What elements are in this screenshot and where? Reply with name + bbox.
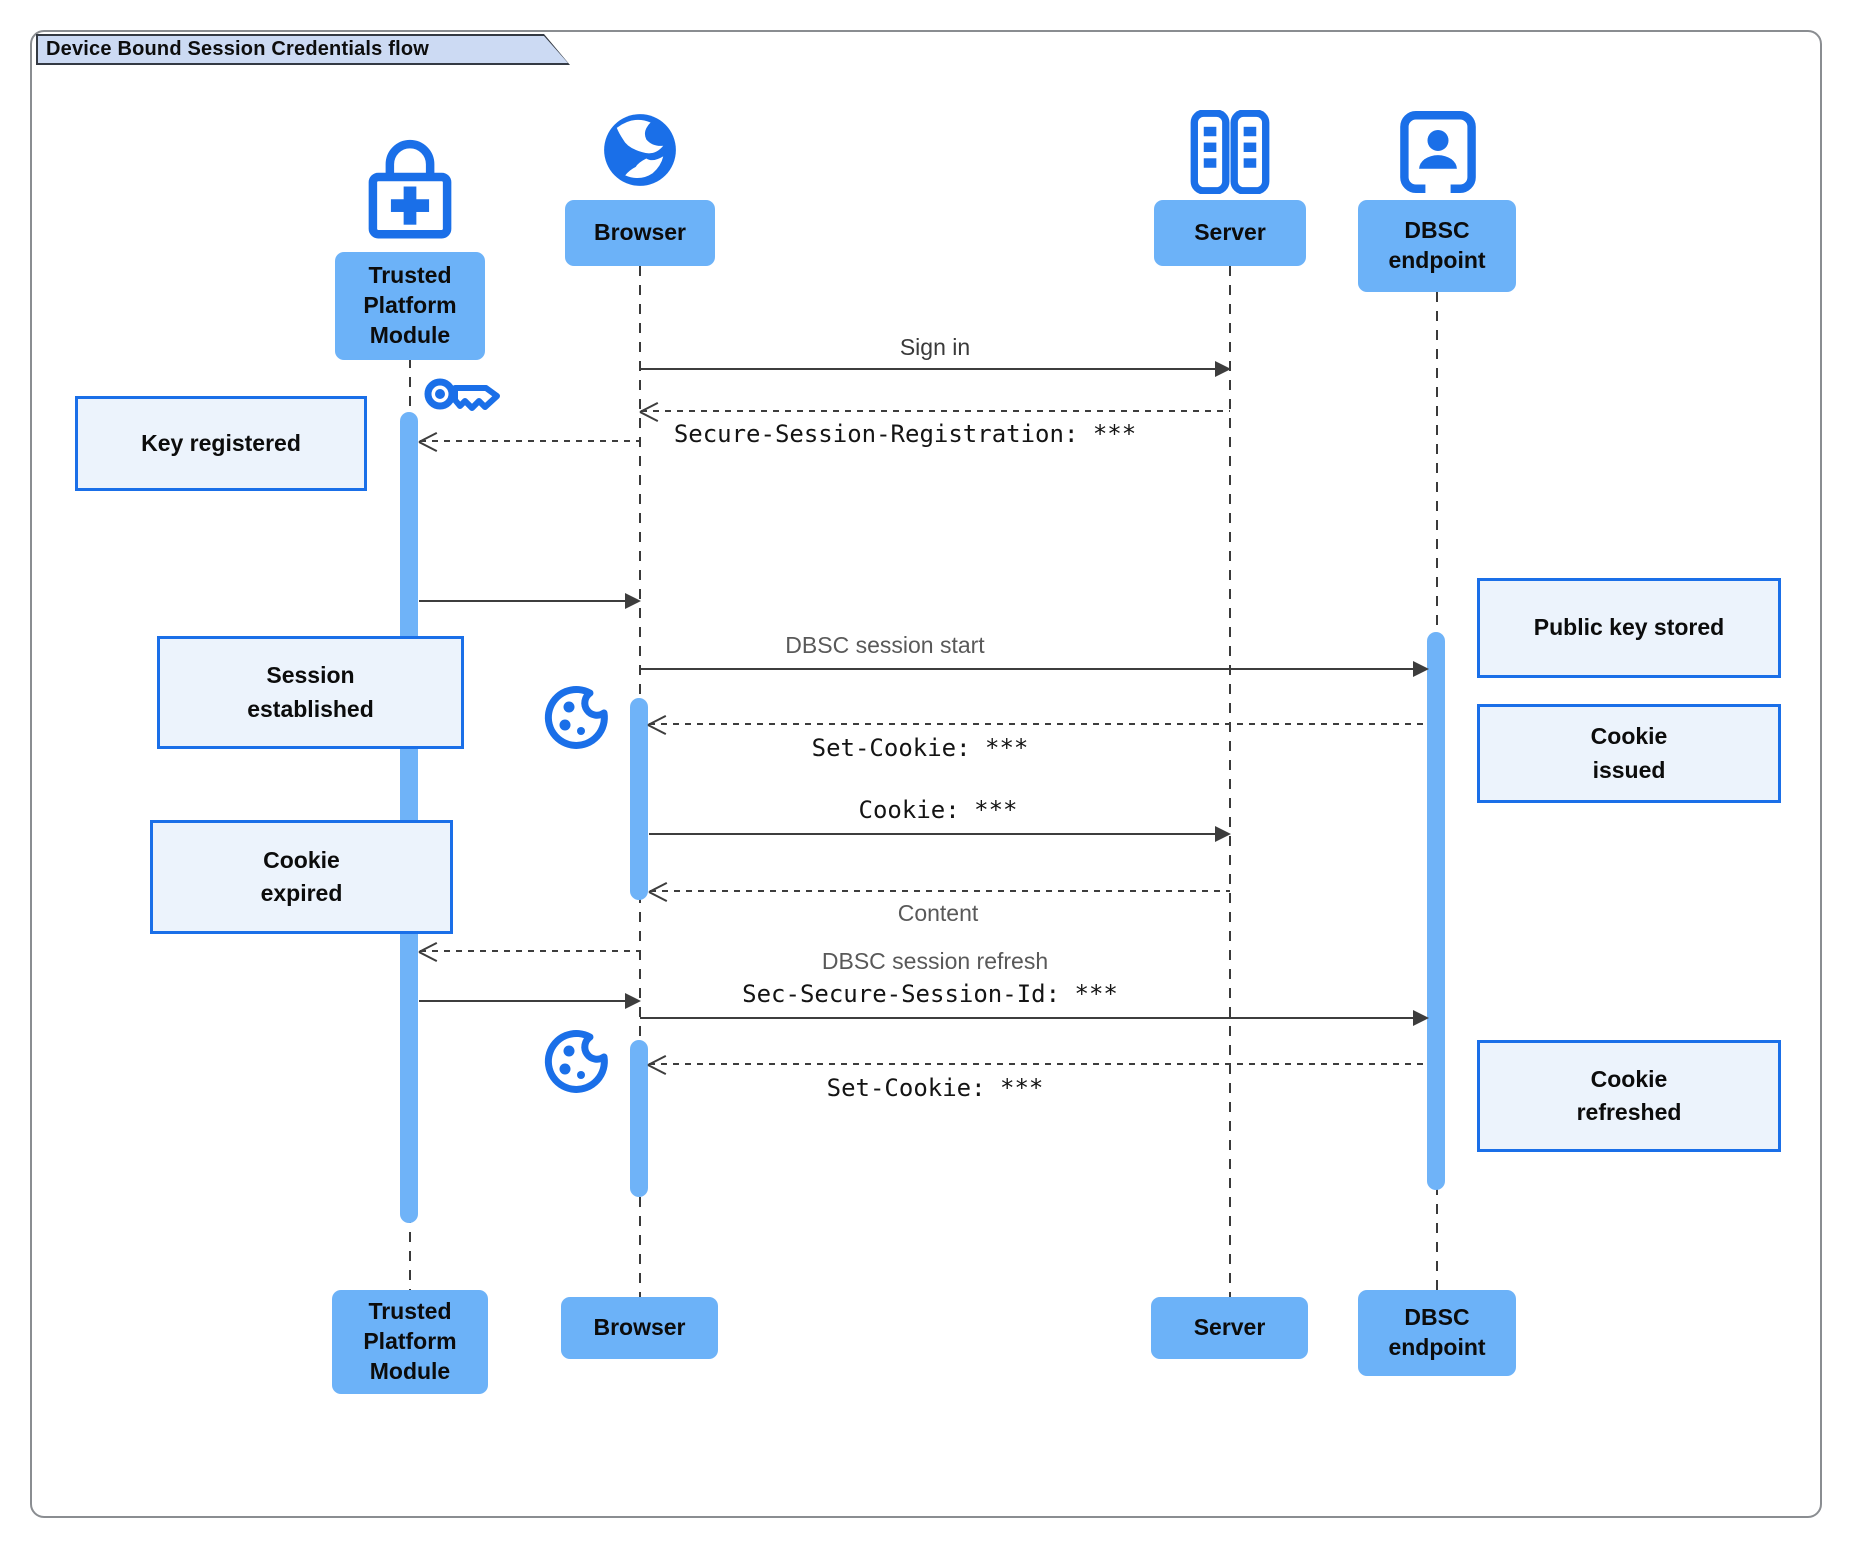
message-label-set-cookie-1: Set-Cookie: *** [811, 734, 1029, 762]
message-label-secure-session-registration: Secure-Session-Registration: *** [673, 420, 1137, 448]
arrow-dbsc-session-refresh [640, 1010, 1429, 1026]
actor-label-server-bottom: Server [1151, 1297, 1308, 1359]
message-label-set-cookie-2: Set-Cookie: *** [826, 1074, 1044, 1102]
actor-label-dbsc-bottom: DBSC endpoint [1358, 1290, 1516, 1376]
arrowhead-icon [1215, 361, 1231, 377]
actor-label-dbsc-top: DBSC endpoint [1358, 200, 1516, 292]
actor-label-server-top: Server [1154, 200, 1306, 266]
diagram-title-tab: Device Bound Session Credentials flow [36, 34, 570, 65]
note-key-registered: Key registered [75, 396, 367, 491]
arrow-refresh-sign [420, 950, 639, 952]
arrow-signature-ready [419, 993, 641, 1009]
arrowhead-icon [1413, 1010, 1429, 1026]
arrow-secure-session-registration [641, 410, 1230, 412]
diagram-title: Device Bound Session Credentials flow [46, 38, 430, 60]
actor-label-tpm-top: Trusted Platform Module [335, 252, 485, 360]
server-rack-icon [1190, 110, 1270, 194]
globe-icon [602, 112, 678, 188]
actor-label-browser-bottom: Browser [561, 1297, 718, 1359]
arrow-key-ready [419, 593, 641, 609]
actor-label-browser-top: Browser [565, 200, 715, 266]
activation-bar-dbsc [1427, 632, 1445, 1190]
cookie-icon [543, 1020, 613, 1094]
arrow-set-cookie-1 [649, 723, 1427, 725]
arrow-sign-in [640, 361, 1231, 377]
arrow-dbsc-session-start [640, 661, 1429, 677]
note-cookie-issued: Cookie issued [1477, 704, 1781, 803]
cookie-icon [543, 676, 613, 750]
arrowhead-icon [625, 593, 641, 609]
arrow-content [650, 890, 1230, 892]
arrowhead-icon [625, 993, 641, 1009]
arrow-set-cookie-2 [649, 1063, 1427, 1065]
lock-plus-icon [357, 130, 463, 242]
key-icon [424, 366, 504, 420]
message-label-sign-in: Sign in [899, 334, 971, 360]
arrowhead-icon [1413, 661, 1429, 677]
activation-bar-browser-2 [630, 1040, 648, 1197]
message-label-sec-secure-session-id: Sec-Secure-Session-Id: *** [742, 980, 1118, 1008]
note-cookie-refreshed: Cookie refreshed [1477, 1040, 1781, 1152]
message-label-dbsc-session-refresh: DBSC session refresh [821, 948, 1049, 974]
note-cookie-expired: Cookie expired [150, 820, 453, 934]
endpoint-badge-icon [1399, 110, 1477, 194]
message-label-dbsc-session-start: DBSC session start [785, 632, 985, 658]
activation-bar-tpm [400, 412, 418, 1223]
message-label-cookie: Cookie: *** [858, 796, 1018, 824]
arrowhead-icon [1215, 826, 1231, 842]
lifeline-server [1229, 266, 1231, 1297]
message-label-content: Content [897, 900, 979, 926]
actor-label-tpm-bottom: Trusted Platform Module [332, 1290, 488, 1394]
activation-bar-browser-1 [630, 698, 648, 900]
note-session-established: Session established [157, 636, 464, 749]
arrow-register-key [420, 440, 639, 442]
note-public-key-stored: Public key stored [1477, 578, 1781, 678]
arrow-cookie [649, 826, 1231, 842]
